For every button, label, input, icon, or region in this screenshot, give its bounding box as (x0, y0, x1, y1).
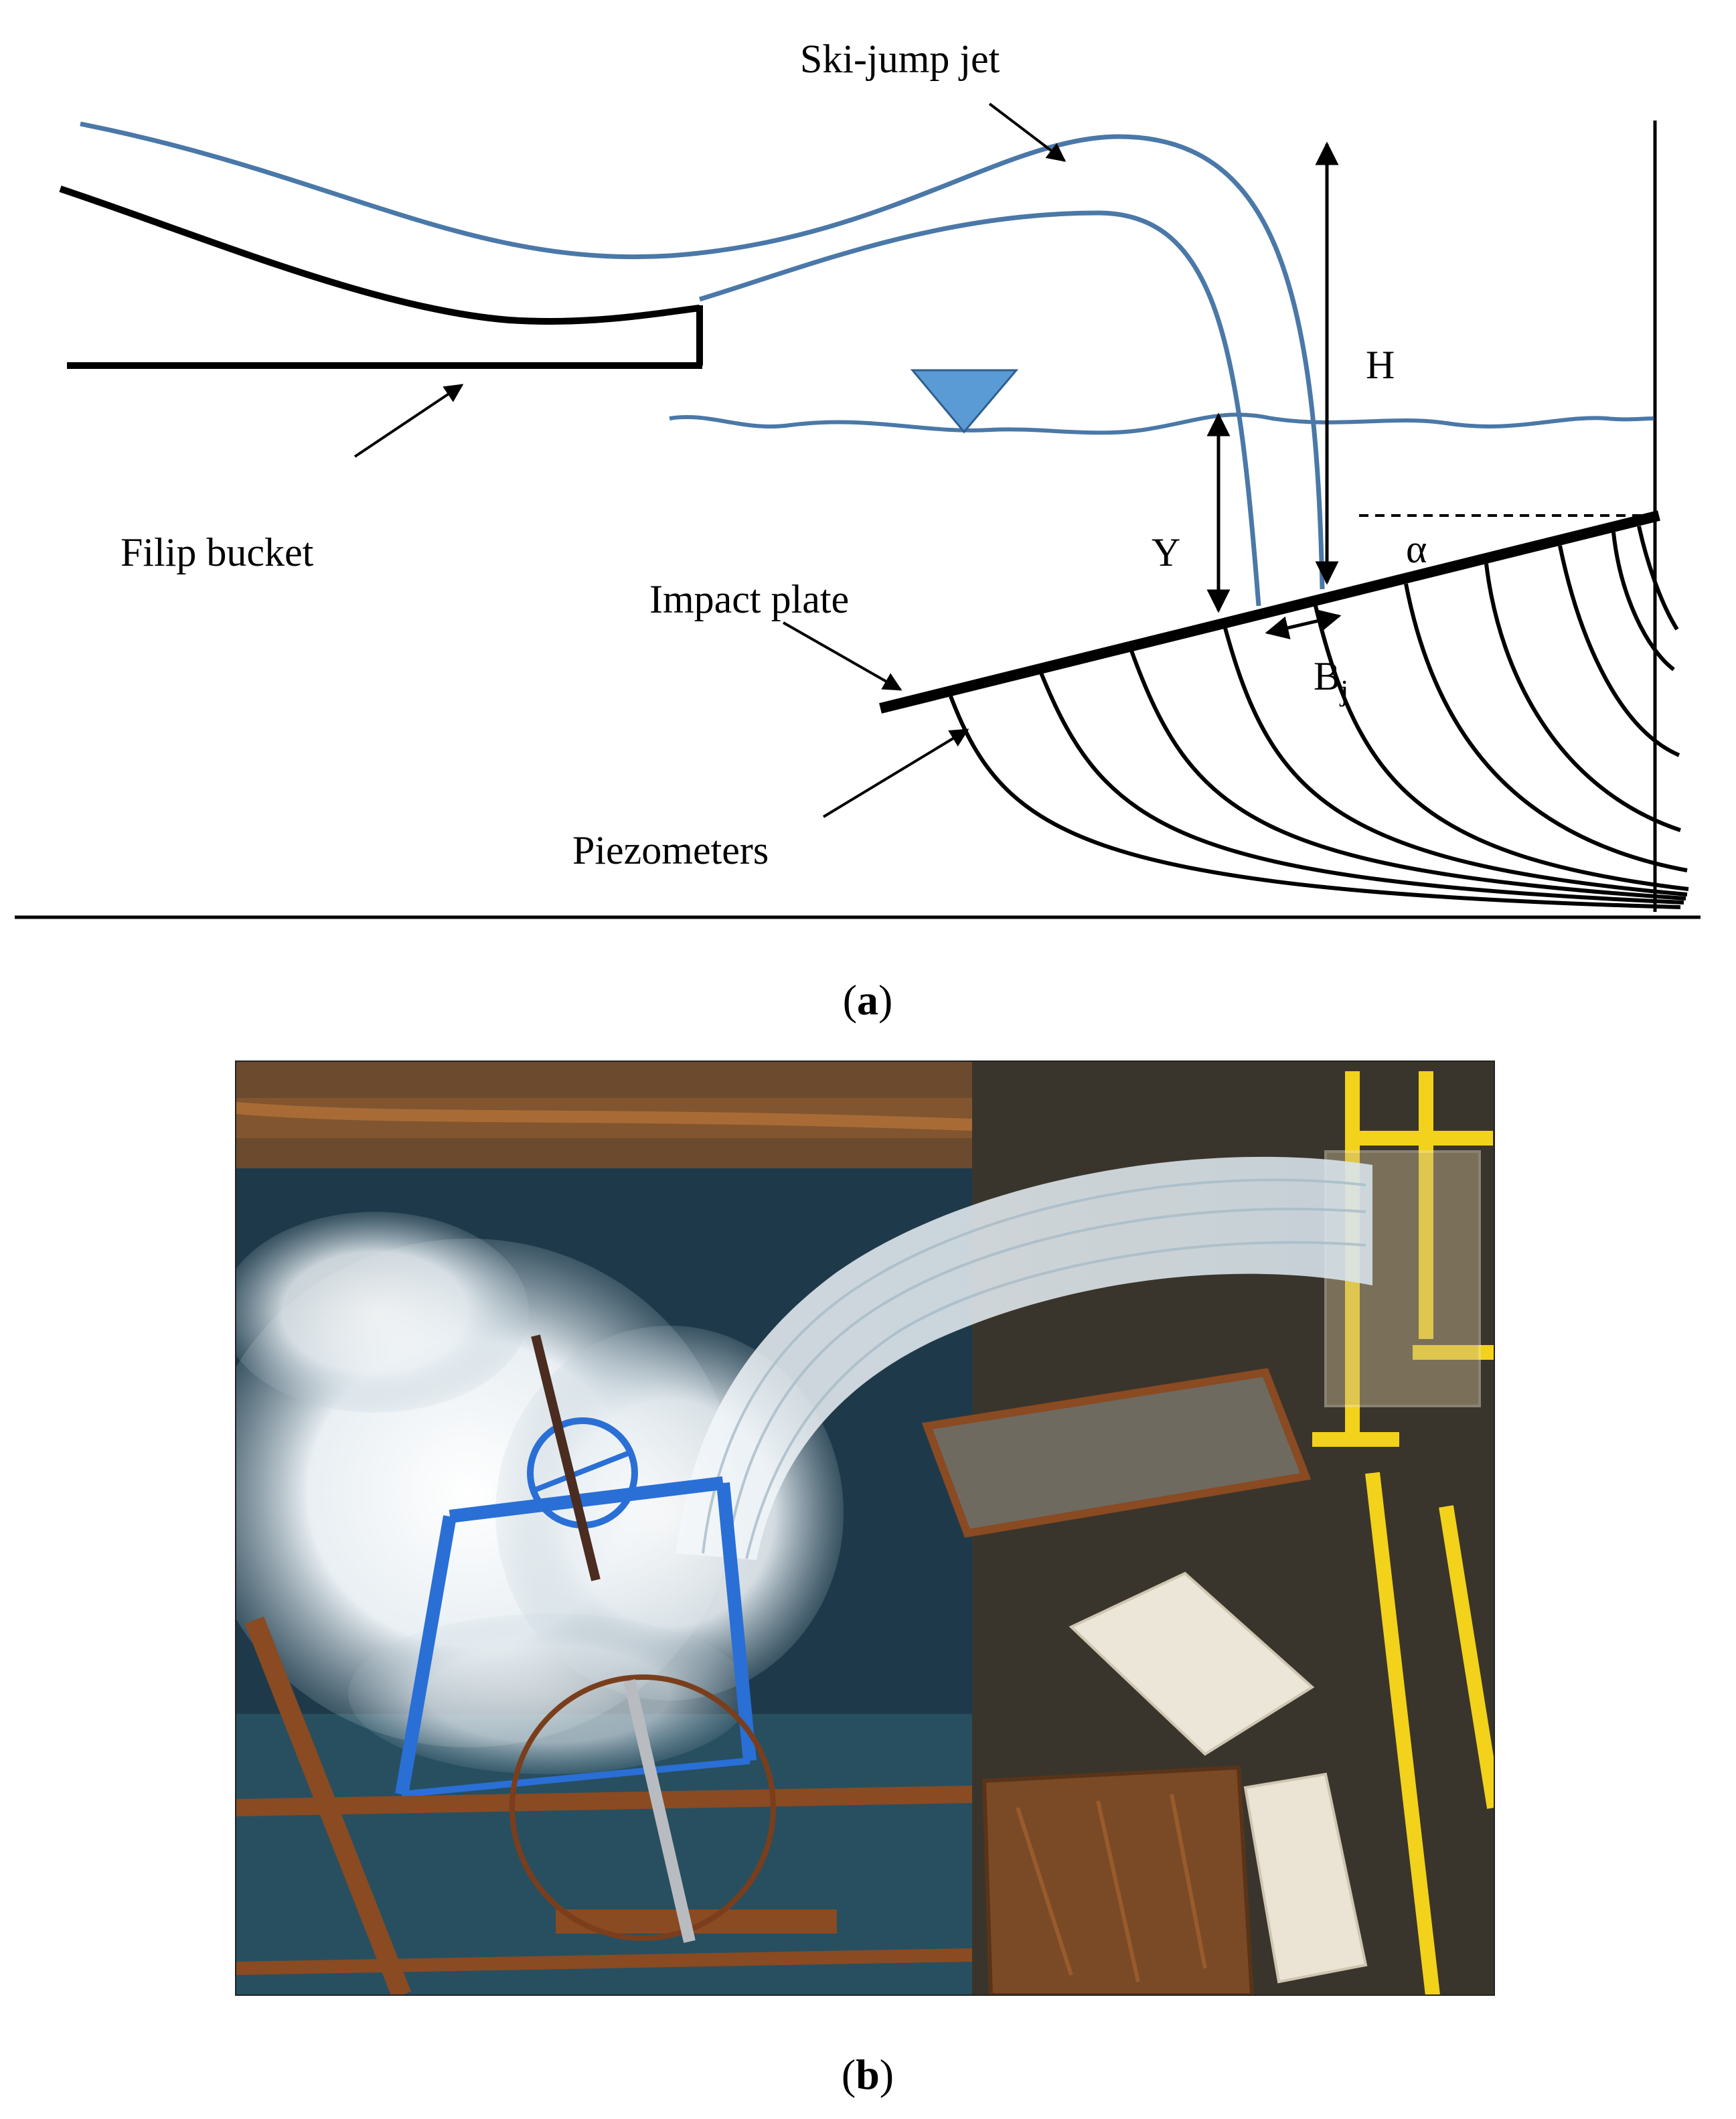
caption-a: (a) (843, 976, 893, 1024)
piezometer-tube (1611, 532, 1675, 672)
jet-upper-profile (80, 121, 1325, 590)
jet-width-base: B (1314, 654, 1340, 698)
panel-b-photo: (b) (235, 1061, 1495, 2098)
piezometer-tube (1039, 672, 1684, 905)
blue-frame-apparatus (395, 1417, 757, 1798)
angle-label: α (1406, 527, 1427, 571)
measurement-rod (531, 1334, 601, 1581)
piezometer-tube (1223, 627, 1688, 896)
rusty-foreground-rails (236, 1616, 973, 1995)
jet-water-sheet (676, 1156, 1372, 1560)
foam-block-small (1243, 1772, 1368, 1984)
jet-label: Ski-jump jet (800, 37, 1000, 81)
impact-plate (879, 510, 1660, 714)
piezometer-tube (1314, 605, 1689, 891)
piezometer-tubes (949, 526, 1689, 909)
piezometer-leader-arrow (822, 728, 969, 818)
piezometer-tube (1404, 583, 1688, 872)
jet-leader-arrow (988, 102, 1067, 162)
piezometers-label: Piezometers (572, 828, 769, 872)
jet-lower-profile (698, 210, 1261, 607)
depth-label: Y (1152, 530, 1180, 574)
piezometer-tube (1637, 526, 1679, 631)
flip-bucket-curve (59, 185, 700, 325)
panel-a-schematic: Ski-jump jet Filip bucket Impact plate P… (15, 37, 1701, 1024)
height-label: H (1366, 343, 1395, 387)
plate-leader-arrow (783, 621, 902, 691)
jet-width-subscript: j (1339, 674, 1348, 707)
bucket-label: Filip bucket (121, 530, 314, 574)
rusty-chute-plate (921, 1368, 1312, 1538)
caption-b: (b) (842, 2051, 894, 2098)
jet-width-dimension-arrow (1265, 609, 1342, 639)
jet-width-label: Bj (1314, 654, 1348, 707)
piezometer-tube (1129, 649, 1686, 900)
tailwater-surface (669, 412, 1654, 435)
bucket-leader-arrow (353, 384, 464, 458)
piezometer-tube (1558, 545, 1680, 757)
piezometer-tube (949, 695, 1681, 909)
piezometer-tube (1484, 563, 1681, 832)
water-level-marker (910, 369, 1019, 434)
plate-label: Impact plate (649, 577, 849, 621)
foam-block-large (1069, 1571, 1315, 1756)
rusty-table (981, 1765, 1255, 1995)
